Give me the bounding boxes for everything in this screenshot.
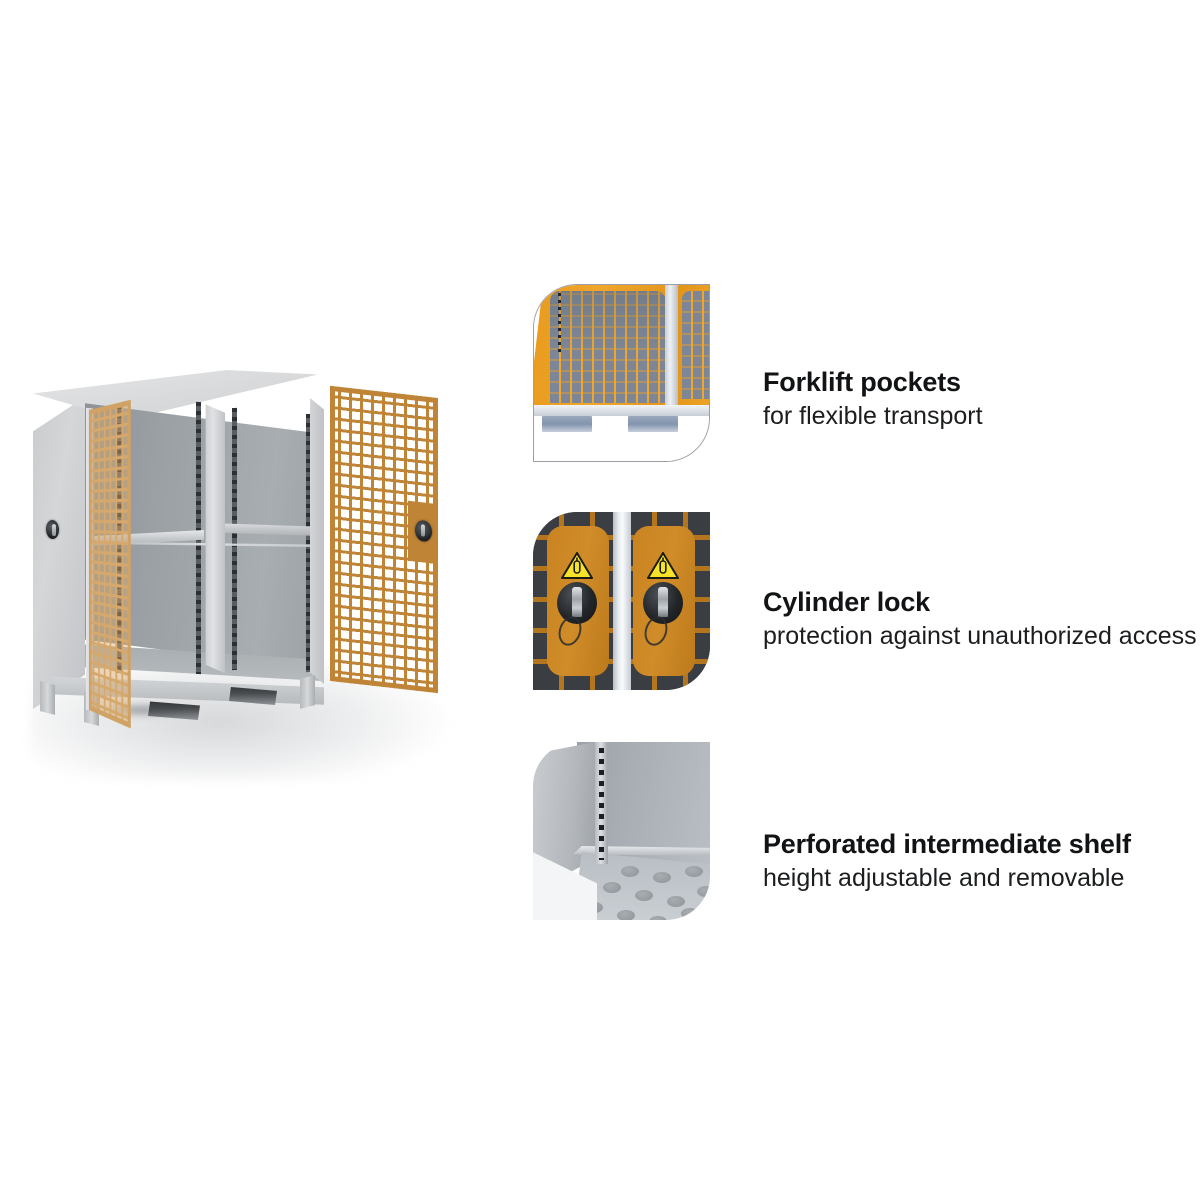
feature-text-block: Perforated intermediate shelf height adj… xyxy=(763,742,1200,950)
cabinet-foot xyxy=(300,675,315,709)
feature-title: Cylinder lock xyxy=(763,586,930,617)
shelf-hole xyxy=(649,916,667,920)
intermediate-shelf xyxy=(224,523,320,536)
shelf-front-edge xyxy=(86,541,321,547)
forklift-pockets-thumbnail xyxy=(533,284,710,462)
feature-text-block: Forklift pockets for flexible transport xyxy=(763,284,1200,488)
adjacent-mesh-panel xyxy=(682,291,709,399)
shelf-hole xyxy=(681,908,699,919)
cabinet-center-divider xyxy=(205,404,225,674)
shelf-hole xyxy=(621,866,639,877)
shelf-front-edge xyxy=(573,846,710,856)
shelf-hole xyxy=(635,890,653,901)
forklift-pocket-legs xyxy=(534,416,709,438)
base-rail xyxy=(534,405,709,416)
feature-title: Forklift pockets xyxy=(763,366,961,397)
perforated-shelf-photo xyxy=(533,742,710,920)
cylinder-lock-thumbnail xyxy=(533,512,710,690)
shelf-hole xyxy=(667,896,685,907)
feature-subtitle: protection against unauthorized access xyxy=(763,621,1197,650)
key-icon xyxy=(572,587,582,617)
feature-title: Perforated intermediate shelf xyxy=(763,828,1131,859)
cabinet-door-right-open xyxy=(330,385,438,694)
product-hero-image xyxy=(0,350,500,820)
cylinder-lock-right xyxy=(643,582,683,624)
mesh-shading xyxy=(550,291,666,403)
door-gap-strip xyxy=(613,512,631,690)
cabinet-right-frame-edge xyxy=(310,398,324,684)
feature-perforated-shelf: Perforated intermediate shelf height adj… xyxy=(533,742,1200,920)
forklift-pocket-opening xyxy=(148,701,200,720)
cabinet-center-divider xyxy=(665,285,678,411)
feature-cylinder-lock: Cylinder lock protection against unautho… xyxy=(533,512,1200,690)
warning-triangle-icon xyxy=(647,552,679,579)
shelf-hole xyxy=(697,886,710,897)
cylinder-lock-photo xyxy=(533,512,710,690)
perforated-rail-holes xyxy=(558,293,561,355)
forklift-pocket-opening xyxy=(229,686,277,705)
shelf-hole xyxy=(617,910,635,920)
perforated-rail-holes xyxy=(599,748,604,860)
forklift-pocket-opening xyxy=(628,416,678,432)
key-icon xyxy=(658,587,668,617)
perforated-shelf-thumbnail xyxy=(533,742,710,920)
feature-text-block: Cylinder lock protection against unautho… xyxy=(763,512,1200,708)
feature-subtitle: height adjustable and removable xyxy=(763,863,1125,892)
perforated-rail xyxy=(232,407,237,671)
cabinet-door-left-open xyxy=(89,399,131,729)
feature-subtitle: for flexible transport xyxy=(763,401,983,430)
cabinet-left-side-panel xyxy=(33,397,85,709)
cylinder-lock-left xyxy=(557,582,597,624)
cylinder-lock-left xyxy=(46,519,59,540)
shelf-hole xyxy=(685,866,703,877)
cabinet-illustration xyxy=(0,350,500,820)
forklift-pocket-opening xyxy=(542,416,592,432)
cabinet-foot xyxy=(40,681,55,715)
mesh-grid-pattern xyxy=(550,291,666,403)
feature-forklift-pockets: Forklift pockets for flexible transport xyxy=(533,284,1200,462)
shelf-hole xyxy=(653,872,671,883)
shelf-hole xyxy=(603,882,621,893)
warning-triangle-icon xyxy=(561,552,593,579)
forklift-pockets-photo xyxy=(534,285,709,461)
door-frame xyxy=(89,399,131,729)
